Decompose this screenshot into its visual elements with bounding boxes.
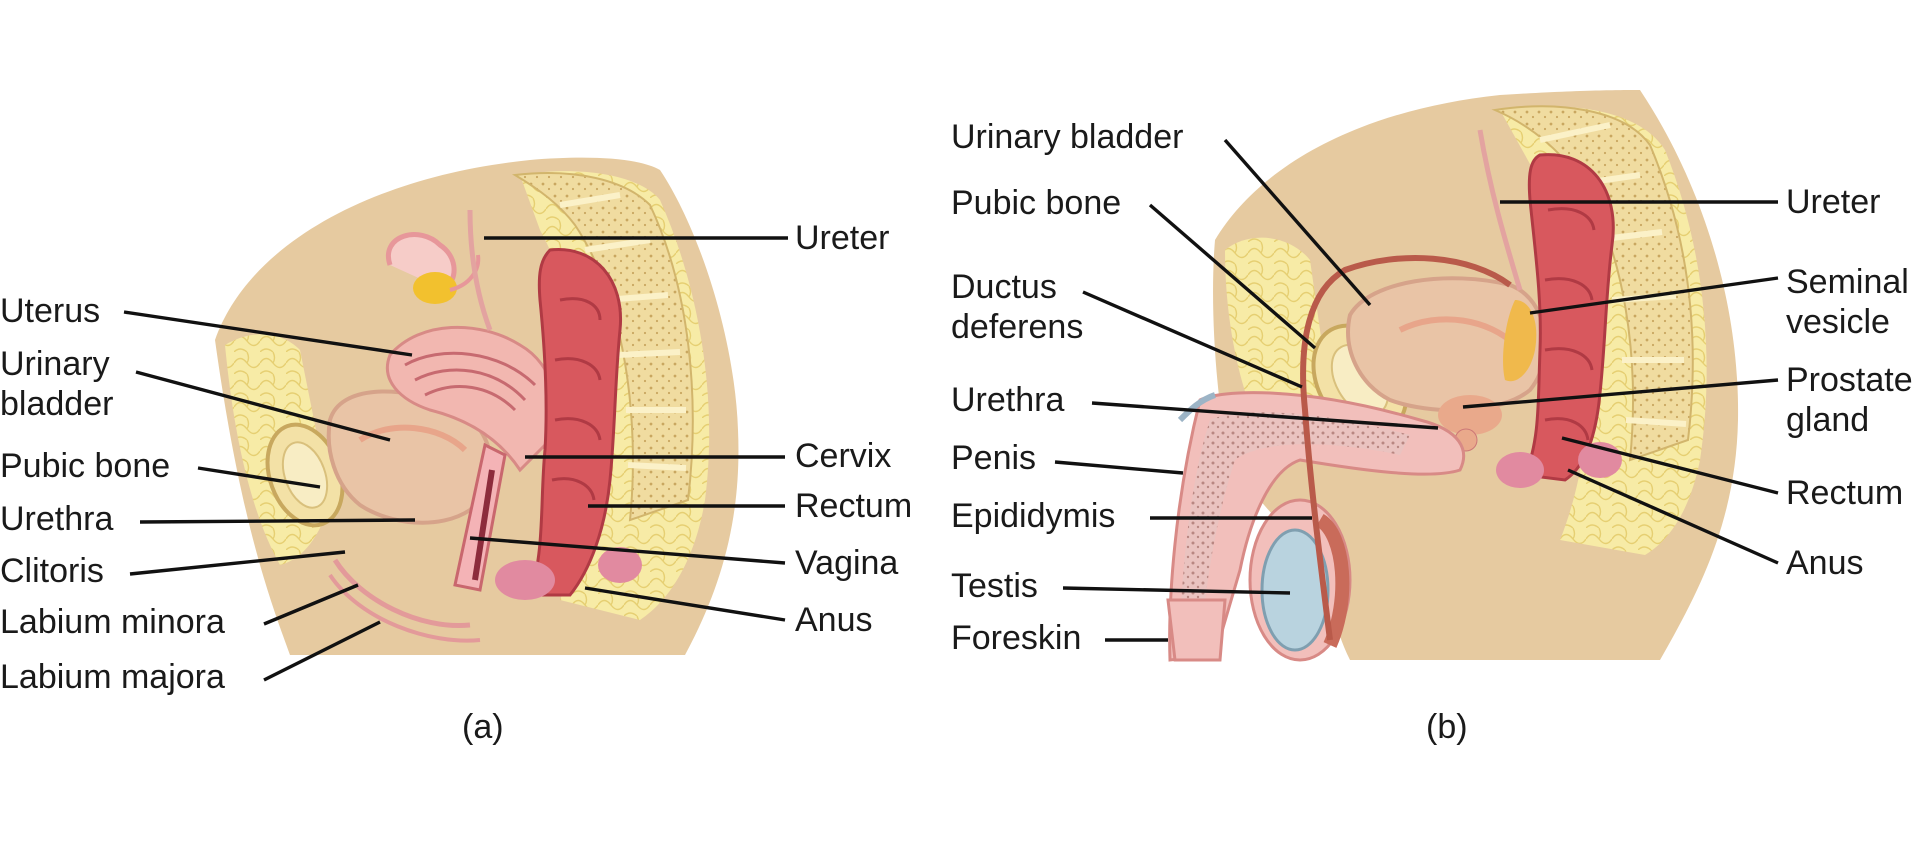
label-a-pubic-bone: Pubic bone [0, 447, 171, 485]
leader-a-vagina [469, 536, 786, 565]
label-a-anus: Anus [795, 601, 873, 639]
leader-b-penis [1054, 460, 1184, 475]
label-b-epididymis: Epididymis [951, 497, 1116, 535]
epididymis-shape [1315, 514, 1350, 648]
label-b-testis: Testis [951, 567, 1038, 605]
label-b-rectum: Rectum [1786, 474, 1904, 512]
label-a-vagina: Vagina [795, 544, 899, 582]
label-b-pubic-bone: Pubic bone [951, 184, 1122, 222]
testis-shape [1260, 528, 1330, 652]
label-b-anus: Anus [1786, 544, 1864, 582]
leader-b-pubic-bone [1148, 203, 1317, 350]
leader-b-prostate-gland [1462, 378, 1779, 409]
label-a-labium-majora: Labium majora [0, 658, 225, 696]
label-b-urinary-bladder: Urinary bladder [951, 118, 1184, 156]
seminal-vesicle-shape [1503, 300, 1537, 382]
male-bladder-shape [1346, 276, 1548, 413]
leader-a-anus [584, 586, 786, 622]
caption-b: (b) [1426, 708, 1468, 746]
leader-a-pubic-bone [197, 466, 321, 489]
label-a-labium-minora: Labium minora [0, 603, 225, 641]
label-a-clitoris: Clitoris [0, 552, 104, 590]
label-a-uterus: Uterus [0, 292, 101, 330]
label-b-ductus-deferens: Ductus deferens [951, 268, 1084, 346]
leader-a-uterus [123, 310, 413, 357]
label-a-rectum: Rectum [795, 487, 913, 525]
leader-b-anus [1567, 468, 1779, 565]
leader-a-labium-minora [263, 583, 359, 626]
label-b-ureter: Ureter [1786, 183, 1881, 221]
label-b-prostate-gland: Prostate gland [1786, 361, 1913, 439]
label-a-ureter: Ureter [795, 219, 890, 257]
leader-a-urinary-bladder [135, 370, 391, 442]
caption-a: (a) [462, 708, 504, 746]
leader-b-urinary-bladder [1223, 138, 1372, 307]
leader-b-urethra [1091, 401, 1439, 430]
leader-a-clitoris [129, 550, 346, 576]
label-b-penis: Penis [951, 439, 1037, 477]
female-ovary-shape [413, 272, 457, 304]
ductus-deferens-path [1300, 255, 1512, 641]
female-pelvis-illustration [215, 157, 739, 655]
prostate-shape [1438, 395, 1502, 435]
label-b-urethra: Urethra [951, 381, 1065, 419]
female-sacrum [511, 172, 694, 522]
leader-b-testis [1062, 586, 1291, 595]
male-pelvis-illustration [1166, 90, 1739, 662]
label-a-urinary-bladder: Urinary bladder [0, 345, 114, 423]
leader-b-ductus-deferens [1082, 290, 1303, 389]
label-b-foreskin: Foreskin [951, 619, 1082, 657]
label-b-seminal-vesicle: Seminal vesicle [1786, 263, 1909, 341]
leader-a-urethra [139, 518, 416, 524]
leader-a-labium-majora [263, 620, 381, 682]
female-rectum-shape [527, 248, 623, 597]
leader-b-rectum [1561, 436, 1779, 495]
label-a-cervix: Cervix [795, 437, 892, 475]
label-a-urethra: Urethra [0, 500, 114, 538]
leader-b-seminal-vesicle [1529, 276, 1779, 315]
